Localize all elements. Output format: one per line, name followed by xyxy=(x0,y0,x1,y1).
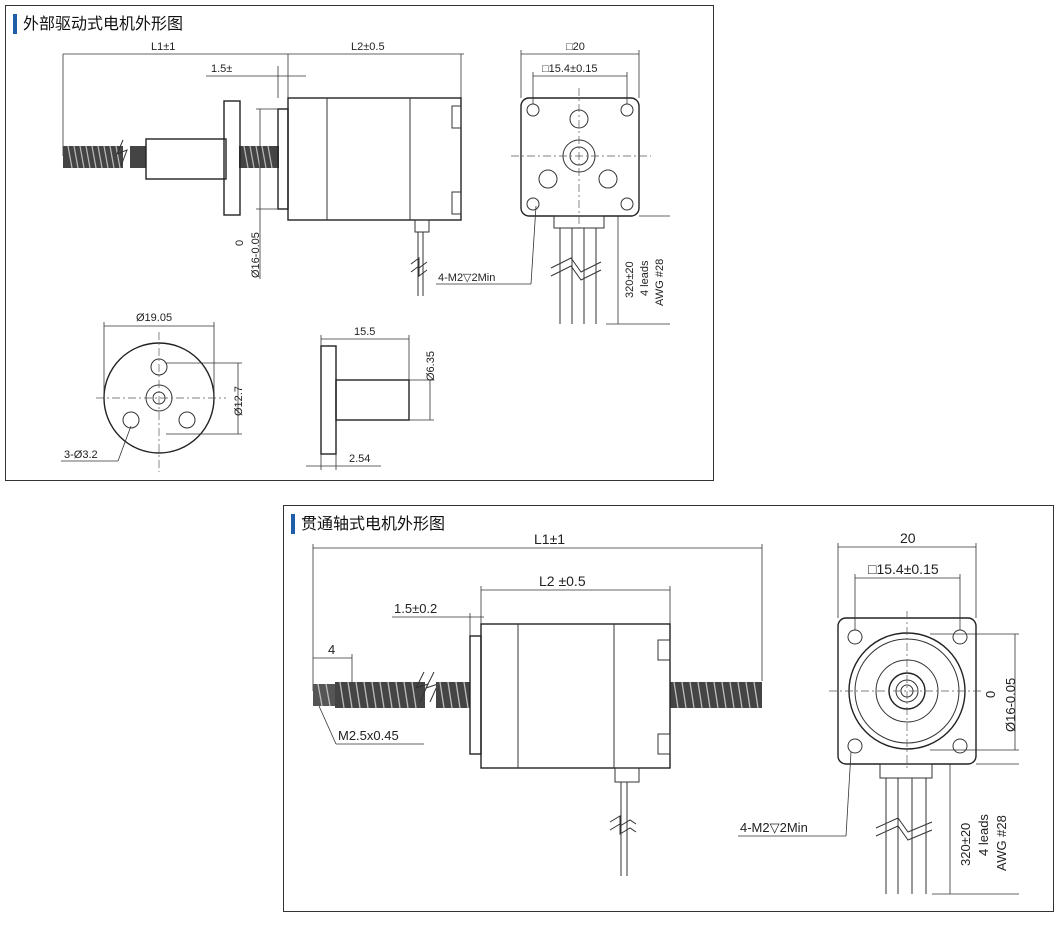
front-leads: 320±20 4 leads AWG #28 xyxy=(550,215,670,325)
motor-front-view xyxy=(511,88,651,229)
external-drive-drawing: L1±1 L2±0.5 1.5± xyxy=(61,41,670,472)
l1-label: L1±1 xyxy=(151,41,175,53)
pilot-dia-label: Ø16-0.05 xyxy=(250,232,262,278)
lead-length-label: 320±20 xyxy=(958,823,973,866)
pilot-tol-label: 0 xyxy=(983,691,998,698)
pilot-dimension: 0 Ø16-0.05 xyxy=(930,633,1019,751)
thread-end-dimension: 4 xyxy=(313,642,353,688)
l1-dimension: L1±1 xyxy=(312,531,763,691)
flange-offset-label: 1.5± xyxy=(211,63,232,75)
motor-body-side xyxy=(277,97,462,233)
l1-dimension: L1±1 xyxy=(62,41,464,156)
thread-callout: M2.5x0.45 xyxy=(318,705,424,745)
through-shaft-drawing: L1±1 L2 ±0.5 1.5±0.2 4 xyxy=(312,530,1019,895)
motor-front-view xyxy=(829,611,984,779)
screw-holes-label: 4-M2▽2Min xyxy=(740,820,808,835)
l2-dimension: L2 ±0.5 xyxy=(480,573,671,624)
lead-length-label: 320±20 xyxy=(624,261,636,298)
pilot-dimension: 0 Ø16-0.05 xyxy=(234,108,278,279)
lead-screw-left xyxy=(313,671,470,709)
pilot-tol-label: 0 xyxy=(234,240,246,246)
lead-count-label: 4 leads xyxy=(639,260,651,296)
flange-offset-label: 1.5±0.2 xyxy=(394,601,437,616)
screw-holes-callout: 4-M2▽2Min xyxy=(738,751,852,837)
through-panel-title: 贯通轴式电机外形图 xyxy=(291,513,445,535)
external-drive-panel: L1±1 L2±0.5 1.5± xyxy=(5,5,714,481)
nut-length-label: 15.5 xyxy=(354,326,375,338)
motor-body-side xyxy=(469,623,671,783)
l2-label: L2±0.5 xyxy=(351,41,385,53)
external-panel-title: 外部驱动式电机外形图 xyxy=(13,13,183,35)
pilot-dia-label: Ø16-0.05 xyxy=(1003,678,1018,732)
nut-side xyxy=(145,100,241,216)
nut-boss-label: Ø6.35 xyxy=(425,351,437,381)
bolt-square-label: □15.4±0.15 xyxy=(542,63,598,75)
thread-label: M2.5x0.45 xyxy=(338,728,399,743)
nut-bcd-label: Ø12.7 xyxy=(233,386,245,416)
side-leads xyxy=(609,782,637,876)
side-leads xyxy=(410,232,428,296)
thread-end-label: 4 xyxy=(328,642,335,657)
front-leads: 320±20 4 leads AWG #28 xyxy=(875,763,1019,895)
bolt-square-label: □15.4±0.15 xyxy=(868,561,939,577)
l1-label: L1±1 xyxy=(534,531,565,547)
nut-side-view: 15.5 Ø6.35 2.54 xyxy=(306,326,437,470)
screw-holes-label: 4-M2▽2Min xyxy=(438,272,495,284)
awg-label: AWG #28 xyxy=(654,259,666,306)
square-label: □20 xyxy=(566,41,585,53)
nut-dia-label: Ø19.05 xyxy=(136,312,172,324)
nut-flange-label: 2.54 xyxy=(349,453,370,465)
square-label: 20 xyxy=(900,530,916,546)
l2-label: L2 ±0.5 xyxy=(539,573,586,589)
square-dimension: 20 □15.4±0.15 xyxy=(837,530,977,630)
lead-count-label: 4 leads xyxy=(976,814,991,856)
lead-screw-right xyxy=(670,681,762,709)
through-shaft-panel: L1±1 L2 ±0.5 1.5±0.2 4 xyxy=(283,505,1054,912)
nut-front-view: Ø19.05 Ø12.7 3-Ø3.2 xyxy=(61,312,245,472)
lead-screw xyxy=(63,139,279,169)
l2-dimension: L2±0.5 xyxy=(287,41,462,98)
nut-holes-label: 3-Ø3.2 xyxy=(64,449,98,461)
awg-label: AWG #28 xyxy=(994,815,1009,871)
square-dimension: □20 □15.4±0.15 xyxy=(520,41,640,104)
screw-holes-callout: 4-M2▽2Min xyxy=(436,205,537,285)
flange-offset-dimension: 1.5±0.2 xyxy=(392,601,484,636)
flange-offset-dimension: 1.5± xyxy=(206,63,306,98)
